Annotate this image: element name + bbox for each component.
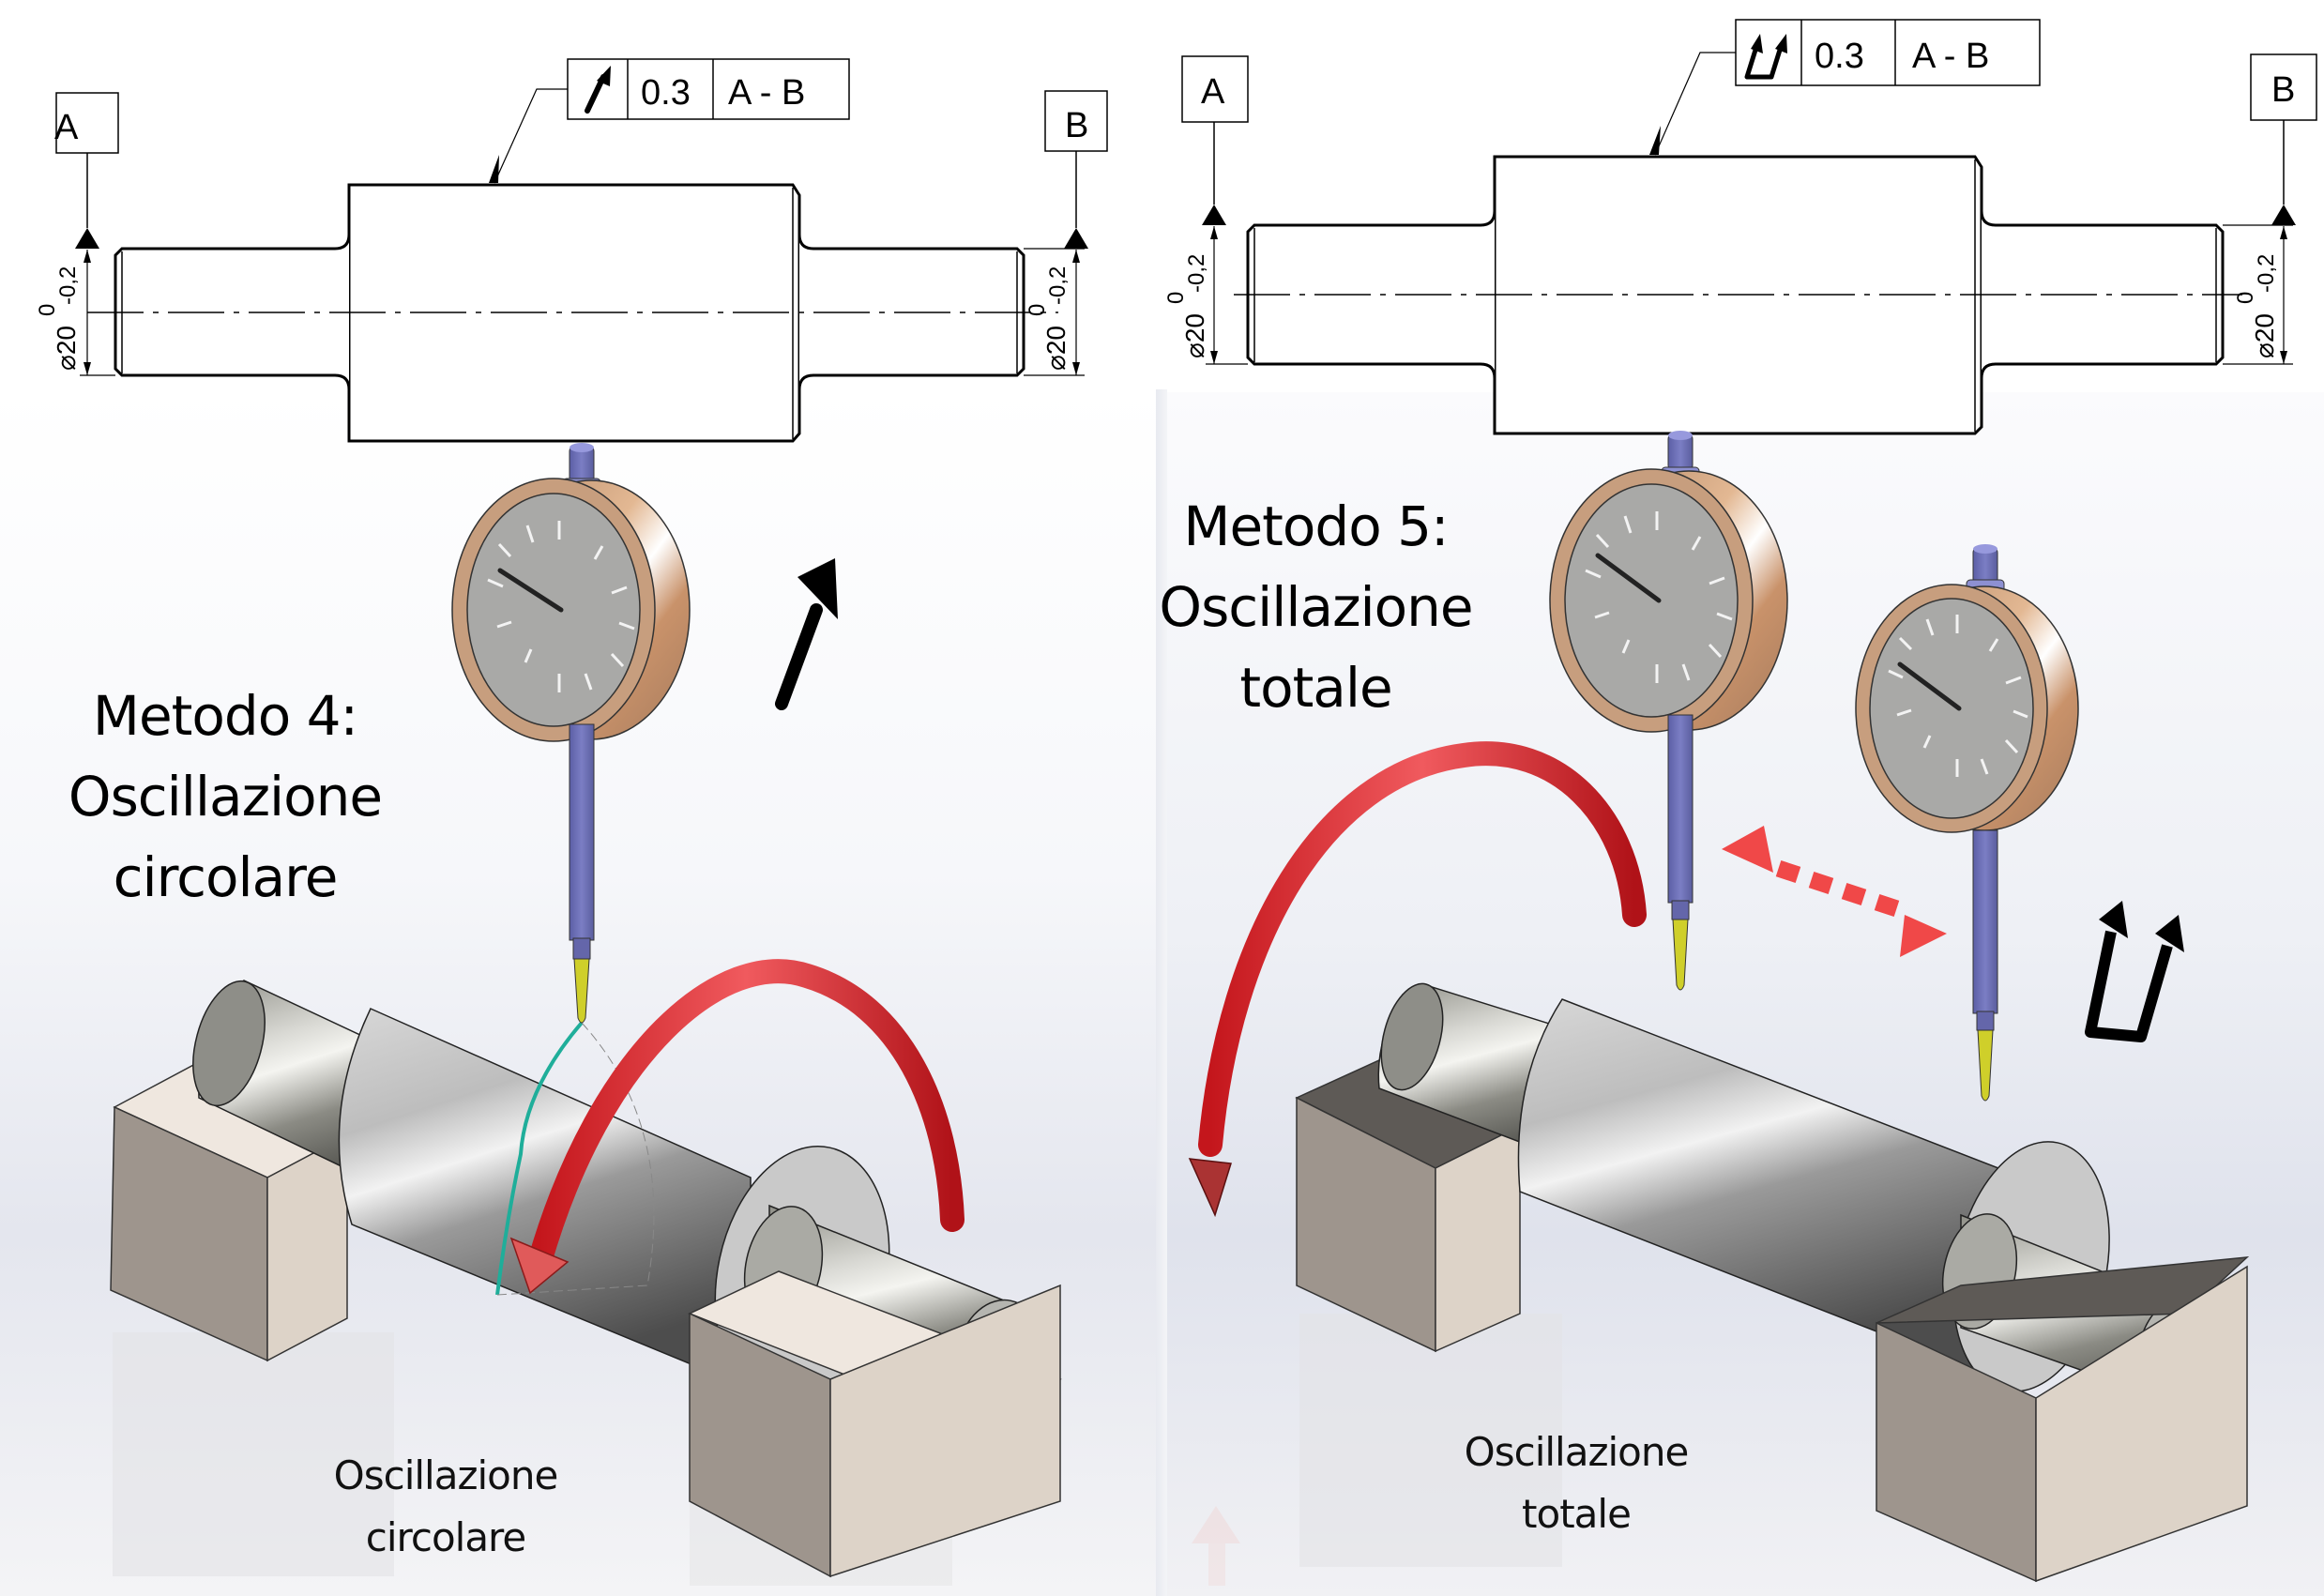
left-fcf-frame <box>567 58 850 120</box>
right-method-title: Metodo 5: Oscillazione totale <box>1098 486 1534 728</box>
left-dwg-shaft-left <box>114 234 351 390</box>
left-dim-right-diameter: ⌀20 <box>1041 326 1071 371</box>
left-datum-b-label: B <box>1065 106 1088 145</box>
right-dim-left-upper: 0 <box>1163 292 1189 304</box>
right-rotation-arrow <box>1198 741 1647 1157</box>
right-dwg-shaft-right <box>1980 210 2225 379</box>
right-v-block-1 <box>1295 1059 1522 1353</box>
right-title-line3: totale <box>1239 656 1392 720</box>
left-method-title: Metodo 4: Oscillazione circolare <box>0 676 450 918</box>
left-dim-left-lower: -0,2 <box>55 266 81 305</box>
right-datum-a-box <box>1181 55 1249 123</box>
right-dim-left: ⌀20 0 -0,2 <box>1163 254 1209 358</box>
left-dim-left: ⌀20 0 -0,2 <box>35 266 81 371</box>
right-bottom-label-line2: totale <box>1522 1491 1632 1537</box>
circular-trace-line <box>495 1021 584 1296</box>
right-v-block-2 <box>1876 1256 2250 1583</box>
right-dim-left-lower: -0,2 <box>1184 254 1209 293</box>
left-dial-ticks <box>487 521 635 692</box>
right-title-line1: Metodo 5: <box>1183 494 1449 558</box>
left-fcf-tolerance: 0.3 <box>641 73 691 113</box>
right-rotation-arrowhead <box>1188 1158 1232 1218</box>
left-3d-setup <box>110 443 1062 1586</box>
left-dim-right-upper: 0 <box>1025 304 1050 316</box>
right-datum-a-label: A <box>1201 72 1225 112</box>
right-floor-reflection <box>1299 1314 1562 1567</box>
right-fcf-leader <box>1654 52 1736 156</box>
right-dim-right: ⌀20 0 -0,2 <box>2233 254 2279 358</box>
left-floor-reflection <box>113 1332 394 1576</box>
right-fcf-datum-ref: A - B <box>1912 37 1989 76</box>
left-technical-drawing <box>55 58 1108 443</box>
left-v-block-1 <box>110 1062 349 1362</box>
left-fcf-leader <box>494 88 568 184</box>
panel-divider <box>1156 389 1167 1596</box>
left-rotation-arrowhead <box>509 1237 570 1295</box>
left-dim-left-upper: 0 <box>35 304 60 316</box>
left-v-block-2 <box>688 1270 1062 1578</box>
right-dial-indicator-2 <box>1855 544 2079 1102</box>
right-datum-b-label: B <box>2271 70 2295 110</box>
left-dial-indicator <box>451 443 691 1024</box>
circular-runout-symbol-icon <box>585 66 611 114</box>
right-dim-right-diameter: ⌀20 <box>2250 313 2279 358</box>
translation-dotted-arrow <box>1722 826 1947 957</box>
right-dim-right-lower: -0,2 <box>2254 254 2279 293</box>
faded-arrow-reflection <box>1192 1506 1240 1586</box>
left-dim-left-diameter: ⌀20 <box>52 326 81 371</box>
left-fcf-datum-ref: A - B <box>728 73 805 113</box>
left-datum-a-label: A <box>54 108 79 147</box>
right-title-line2: Oscillazione <box>1159 575 1473 639</box>
left-title-line1: Metodo 4: <box>92 684 358 748</box>
right-fcf-tolerance: 0.3 <box>1815 37 1864 76</box>
left-datum-a-box <box>55 92 119 154</box>
right-bottom-label-line1: Oscillazione <box>1464 1429 1690 1475</box>
right-dial-indicator-1 <box>1549 431 1788 991</box>
left-dim-right-lower: -0,2 <box>1045 266 1071 305</box>
left-dial-needle <box>497 568 564 613</box>
right-technical-drawing <box>1181 19 2317 435</box>
right-dim-right-upper: 0 <box>2233 292 2258 304</box>
left-bottom-label: Oscillazione circolare <box>281 1445 610 1569</box>
right-dim-left-diameter: ⌀20 <box>1180 313 1209 358</box>
total-runout-symbol-icon <box>1744 34 1787 80</box>
right-runout-symbol-double-arrow-icon <box>2085 901 2184 1042</box>
left-bottom-label-line2: circolare <box>365 1514 526 1560</box>
left-runout-symbol-arrow-icon <box>775 558 838 710</box>
left-dim-right: ⌀20 0 -0,2 <box>1025 266 1071 371</box>
left-bottom-label-line1: Oscillazione <box>333 1452 559 1498</box>
left-title-line2: Oscillazione <box>68 765 383 828</box>
right-3d-setup <box>1188 431 2250 1586</box>
left-rotation-arrow <box>527 959 965 1274</box>
right-bottom-label: Oscillazione totale <box>1412 1421 1740 1545</box>
left-title-line3: circolare <box>113 845 339 909</box>
